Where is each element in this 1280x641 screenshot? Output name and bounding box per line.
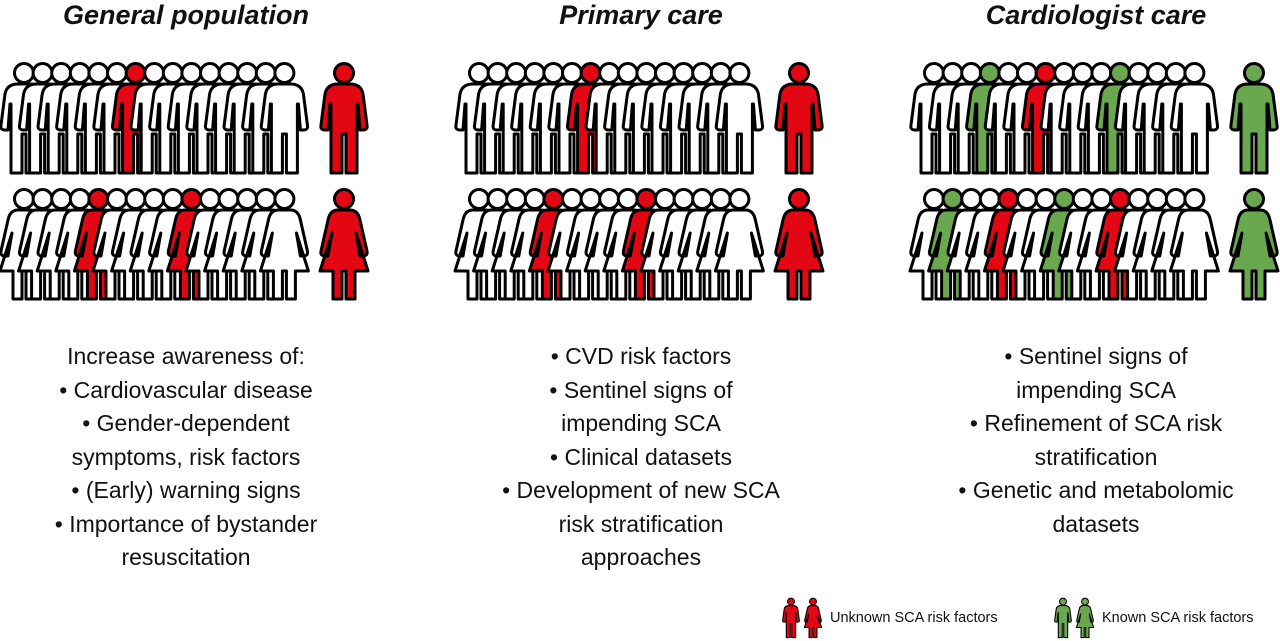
text-line: impending SCA <box>1016 376 1176 403</box>
text-line: risk stratification <box>558 510 724 537</box>
red-female-figure-icon <box>318 188 370 301</box>
text-line: • Sentinel signs of <box>549 376 733 403</box>
legend-known: Known SCA risk factors <box>1052 596 1254 640</box>
male-figure-row <box>909 62 1279 175</box>
legend-red-figures-icon <box>782 597 823 639</box>
male-figure-row <box>0 62 369 175</box>
white-female-figure-icon <box>713 188 765 301</box>
white-male-figure-icon <box>259 62 310 175</box>
text-line: • Refinement of SCA risk <box>969 410 1223 436</box>
legend-unknown: Unknown SCA risk factors <box>780 596 998 640</box>
panel-text: • Sentinel signs of impending SCA • Refi… <box>886 340 1280 541</box>
green-male-figure-icon <box>1054 597 1072 639</box>
panel-title: Primary care <box>559 0 723 30</box>
female-figure-row <box>0 188 370 301</box>
panel-title: Cardiologist care <box>985 0 1207 30</box>
white-male-figure-icon <box>1169 62 1220 175</box>
text-line: • Cardiovascular disease <box>59 376 313 403</box>
white-male-figure-icon <box>714 62 765 175</box>
red-male-figure-icon <box>782 597 800 639</box>
text-line: symptoms, risk factors <box>71 443 301 470</box>
red-male-figure-icon <box>774 62 824 175</box>
text-line: • Gender-dependent <box>82 410 290 436</box>
green-male-figure-icon <box>1229 62 1279 175</box>
green-female-figure-icon <box>1075 597 1095 639</box>
green-female-figure-icon <box>1228 188 1280 301</box>
text-line: • Clinical datasets <box>550 443 732 470</box>
text-line: • Sentinel signs of <box>1004 343 1188 369</box>
legend-green-figures-icon <box>1054 597 1095 639</box>
red-female-figure-icon <box>773 188 825 301</box>
text-line: • Importance of bystander <box>54 510 318 537</box>
female-figure-row <box>908 188 1280 301</box>
text-line: resuscitation <box>121 544 251 570</box>
male-figure-row <box>454 62 824 175</box>
red-male-figure-icon <box>319 62 369 175</box>
legend-unknown-label: Unknown SCA risk factors <box>830 610 998 626</box>
text-line: Increase awareness of: <box>67 343 305 369</box>
text-line: • Genetic and metabolomic <box>958 477 1234 503</box>
text-line: approaches <box>580 544 702 570</box>
panel-text: Increase awareness of: • Cardiovascular … <box>0 340 396 575</box>
text-line: • CVD risk factors <box>550 343 732 369</box>
white-female-figure-icon <box>1168 188 1220 301</box>
legend-known-label: Known SCA risk factors <box>1102 610 1254 626</box>
text-line: • Development of new SCA <box>502 477 780 503</box>
panel-text: • CVD risk factors • Sentinel signs of i… <box>431 340 851 575</box>
text-line: impending SCA <box>561 410 721 436</box>
text-line: • (Early) warning signs <box>71 477 301 503</box>
panel-title: General population <box>62 0 310 30</box>
text-line: stratification <box>1034 443 1158 470</box>
text-line: datasets <box>1052 510 1140 537</box>
female-figure-row <box>453 188 825 301</box>
red-female-figure-icon <box>803 597 823 639</box>
white-female-figure-icon <box>258 188 310 301</box>
